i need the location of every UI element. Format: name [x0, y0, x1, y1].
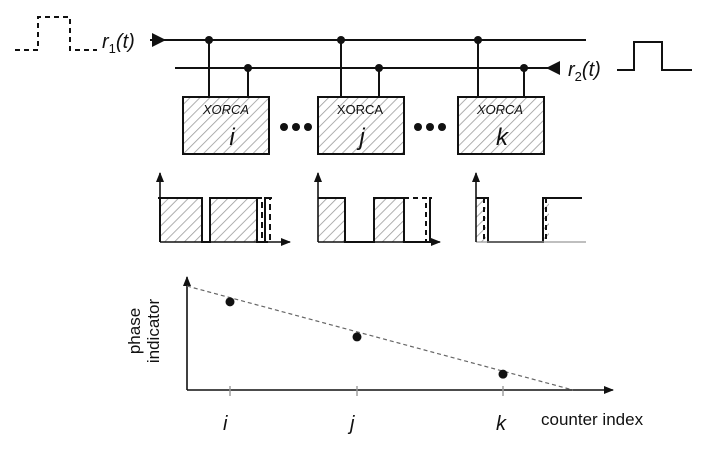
counter-box-j: XORCA j [317, 36, 405, 155]
data-point-i [225, 297, 235, 307]
plot-ylabel-line2: indicator [144, 299, 163, 364]
r1-arrowhead [152, 33, 166, 47]
phase-plot: i j k phase indicator counter index [125, 276, 644, 435]
r1-pulse-dashed [15, 16, 97, 51]
r1-label: r1(t) [102, 31, 135, 56]
r2-pulse [617, 41, 692, 71]
counter-name-k: XORCA [476, 102, 523, 117]
trend-line [186, 285, 574, 391]
waveform-i [156, 172, 291, 246]
counter-index-k: k [496, 124, 510, 151]
counter-index-j: j [356, 124, 365, 151]
counter-index-i: i [229, 124, 235, 151]
x-tick-label-i: i [223, 413, 228, 435]
waveform-j [314, 172, 441, 246]
r2-arrowhead [546, 61, 560, 75]
data-point-j [352, 332, 362, 342]
counter-name-j: XORCA [337, 102, 384, 117]
counter-box-k: XORCA k [457, 36, 545, 155]
ellipsis-dots-2 [414, 123, 446, 131]
plot-ylabel-line1: phase [125, 308, 144, 354]
ellipsis-dots-1 [280, 123, 312, 131]
plot-xlabel: counter index [541, 410, 644, 429]
waveform-k [472, 172, 586, 243]
x-tick-label-k: k [496, 413, 507, 435]
r2-label: r2(t) [568, 59, 601, 84]
counter-box-i: XORCA i [182, 36, 270, 155]
counter-name-i: XORCA [202, 102, 249, 117]
data-point-k [498, 369, 508, 379]
x-tick-label-j: j [347, 413, 355, 435]
